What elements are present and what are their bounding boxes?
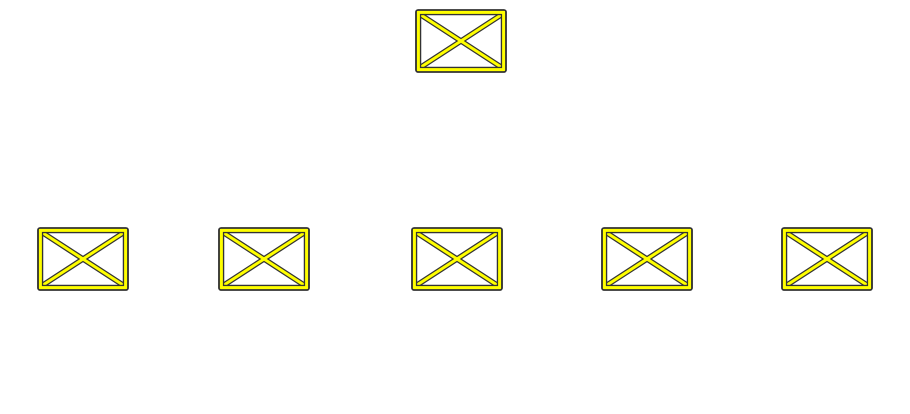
broken-image-placeholder-icon	[415, 9, 507, 73]
child-node-5	[781, 227, 873, 291]
child-node-4	[601, 227, 693, 291]
child-node-2	[218, 227, 310, 291]
root-node	[415, 9, 507, 73]
broken-image-placeholder-icon	[411, 227, 503, 291]
broken-image-placeholder-icon	[601, 227, 693, 291]
broken-image-placeholder-icon	[218, 227, 310, 291]
broken-image-placeholder-icon	[781, 227, 873, 291]
child-node-1	[37, 227, 129, 291]
broken-image-placeholder-icon	[37, 227, 129, 291]
child-node-3	[411, 227, 503, 291]
